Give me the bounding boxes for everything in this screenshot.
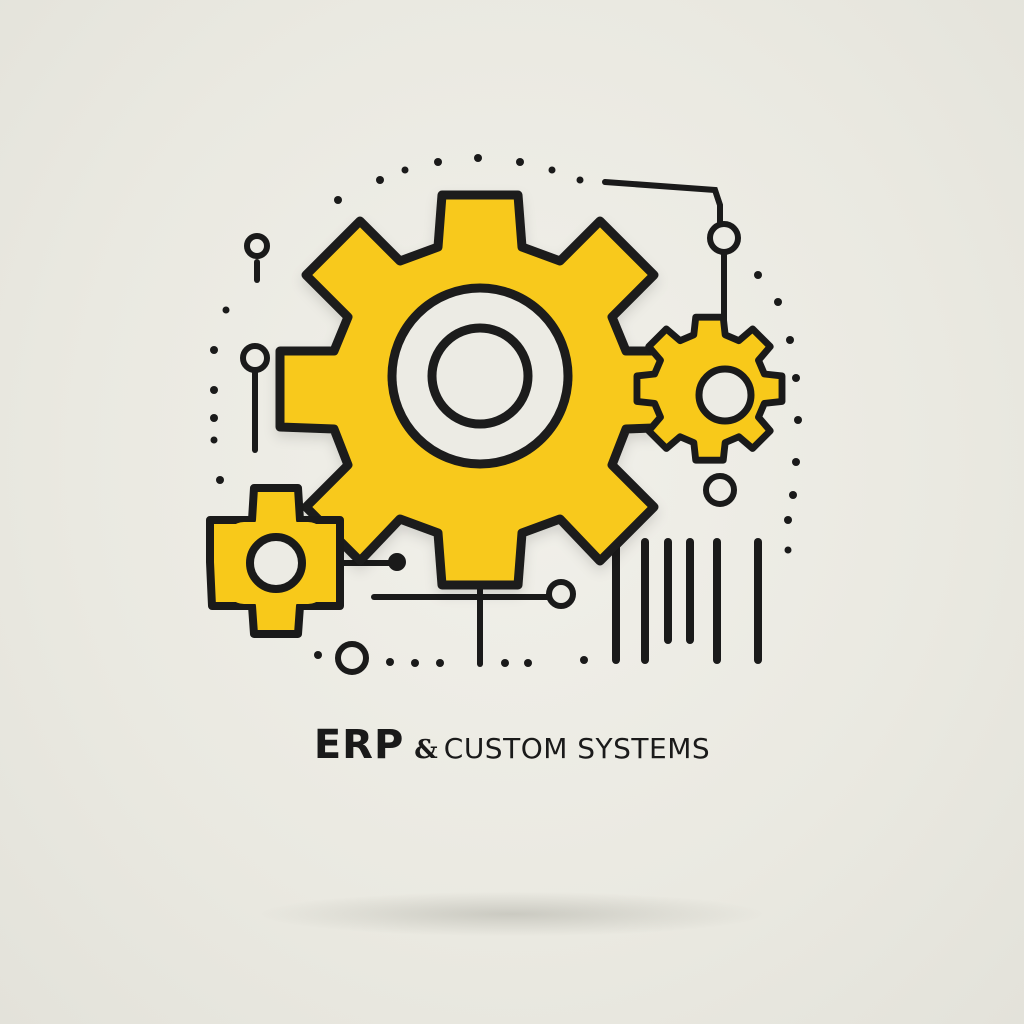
small-gear-left-icon [206, 484, 344, 638]
caption-ampersand: & [414, 735, 438, 765]
caption-custom-systems: CUSTOM SYSTEMS [443, 732, 711, 765]
bar-lines [612, 538, 762, 664]
caption: ERP&CUSTOM SYSTEMS [0, 722, 1024, 768]
circuit-lines [240, 179, 741, 675]
caption-erp: ERP [313, 722, 405, 768]
small-gear-right-icon [633, 313, 786, 464]
dotted-frame [210, 154, 802, 667]
ground-shadow [262, 892, 762, 936]
large-gear-icon [275, 190, 685, 590]
